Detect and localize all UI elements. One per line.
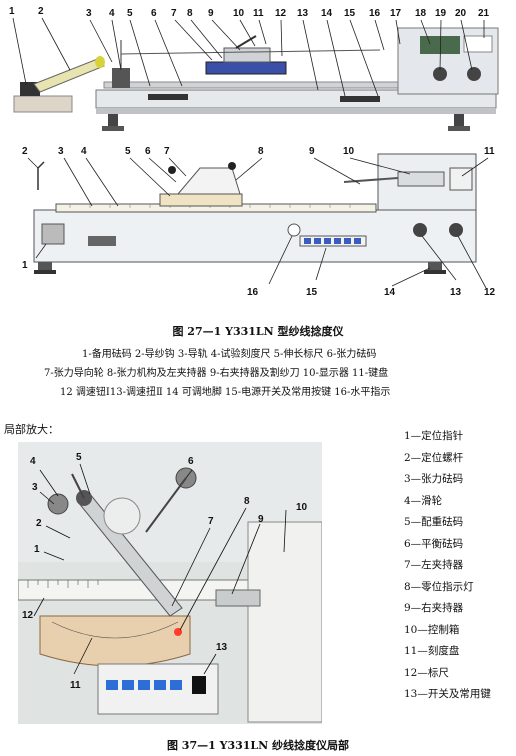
zoom-callout-2: 2	[36, 518, 42, 529]
drawing-callout-14: 14	[384, 287, 396, 298]
legend-item: 7—左夹持器	[404, 559, 464, 571]
callout-2: 2	[38, 6, 44, 17]
leader-lines-top	[12, 17, 485, 97]
callout-5: 5	[127, 8, 133, 19]
legend-item: 10—控制箱	[404, 623, 460, 636]
zoom-callout-12: 12	[22, 610, 34, 621]
section-label: 局部放大：	[4, 423, 59, 436]
tester-drawing	[27, 153, 489, 289]
drawing-callout-9: 9	[309, 146, 315, 157]
callout-10: 10	[233, 8, 245, 19]
callout-19: 19	[435, 8, 447, 19]
callout-18: 18	[415, 8, 427, 19]
figure-1-caption: 图 27—1 Y331LN 型纱线捻度仪	[172, 325, 344, 338]
callout-7: 7	[171, 8, 177, 19]
drawing-callout-11: 11	[484, 146, 495, 157]
legend-item: 3—张力砝码	[404, 473, 464, 485]
legend-item: 13—开关及常用键	[404, 688, 491, 700]
legend-item: 8—零位指示灯	[404, 580, 474, 593]
legend-item: 11—刻度盘	[404, 645, 460, 657]
drawing-callout-3: 3	[58, 146, 64, 157]
tester-photo-top	[13, 27, 499, 131]
zoom-callout-10: 10	[296, 502, 308, 513]
drawing-callout-12: 12	[484, 287, 496, 298]
figure-2-photo: 4 5 3 6 2 1 7 8 9 10 12 11 13	[18, 442, 322, 724]
drawing-callout-5: 5	[125, 146, 131, 157]
drawing-callout-4: 4	[81, 146, 87, 157]
figure-1-legend-line-2: 7-张力导向轮 8-张力机构及左夹持器 9-右夹持器及割纱刀 10-显示器 11…	[44, 368, 389, 379]
callout-3: 3	[86, 8, 92, 19]
legend-item: 4—滑轮	[404, 494, 443, 507]
legend-item: 1—定位指针	[404, 430, 464, 442]
zoom-callout-11: 11	[70, 680, 81, 691]
zoomed-tester-photo	[18, 463, 322, 724]
callout-14: 14	[321, 8, 333, 19]
legend-item: 12—标尺	[404, 666, 449, 679]
zoom-callout-4: 4	[30, 456, 36, 467]
legend-item: 9—右夹持器	[404, 602, 464, 614]
zoom-callout-9: 9	[258, 514, 264, 525]
callout-6: 6	[151, 8, 157, 19]
drawing-callout-7: 7	[164, 146, 170, 157]
callout-12: 12	[275, 8, 287, 19]
drawing-callout-10: 10	[343, 146, 355, 157]
figure-1-legend-line-1: 1-备用砝码 2-导纱钩 3-导轨 4-试验刻度尺 5-伸长标尺 6-张力砝码	[82, 349, 377, 360]
legend-item: 5—配重砝码	[404, 516, 464, 528]
figure-1-legend-line-3: 12 调速钮Ⅰ13-调速扭Ⅱ 14 可调地脚 15-电源开关及常用按键 16-水…	[60, 387, 391, 398]
legend-item: 6—平衡砝码	[404, 537, 464, 550]
drawing-callout-6: 6	[145, 146, 151, 157]
callout-8: 8	[187, 8, 193, 19]
zoom-callout-1: 1	[34, 544, 40, 555]
callout-1: 1	[9, 6, 15, 17]
zoom-callout-5: 5	[76, 452, 82, 463]
zoom-callout-8: 8	[244, 496, 250, 507]
drawing-callout-2: 2	[22, 146, 28, 157]
callout-4: 4	[109, 8, 115, 19]
figure-2-caption: 图 37—1 Y331LN 纱线捻度仪局部	[166, 739, 350, 752]
callout-20: 20	[455, 8, 467, 19]
callout-15: 15	[344, 8, 356, 19]
zoom-callout-7: 7	[208, 516, 214, 527]
figure-2-legend: 1—定位指针 2—定位螺杆 3—张力砝码 4—滑轮 5—配重砝码 6—平衡砝码 …	[404, 426, 491, 706]
legend-item: 2—定位螺杆	[404, 451, 464, 464]
drawing-callout-1: 1	[22, 260, 28, 271]
callout-17: 17	[390, 8, 402, 19]
drawing-callout-16: 16	[247, 287, 259, 298]
drawing-callout-8: 8	[258, 146, 264, 157]
zoom-callout-3: 3	[32, 482, 38, 493]
callout-16: 16	[369, 8, 381, 19]
figure-1-side-drawing: 2 3 4 5 6 7 8 9 10 11 1 16 15 14 13 12	[0, 140, 516, 315]
zoom-callout-13: 13	[216, 642, 228, 653]
drawing-callout-13: 13	[450, 287, 462, 298]
callout-21: 21	[478, 8, 490, 19]
callout-13: 13	[297, 8, 309, 19]
figure-1-top-view: 1 2 3 4 5 6 7 8 9 10 11 12 13 14 15 16 1…	[0, 0, 516, 140]
callout-9: 9	[208, 8, 214, 19]
callout-11: 11	[253, 8, 264, 19]
drawing-callout-15: 15	[306, 287, 318, 298]
zoom-callout-6: 6	[188, 456, 194, 467]
